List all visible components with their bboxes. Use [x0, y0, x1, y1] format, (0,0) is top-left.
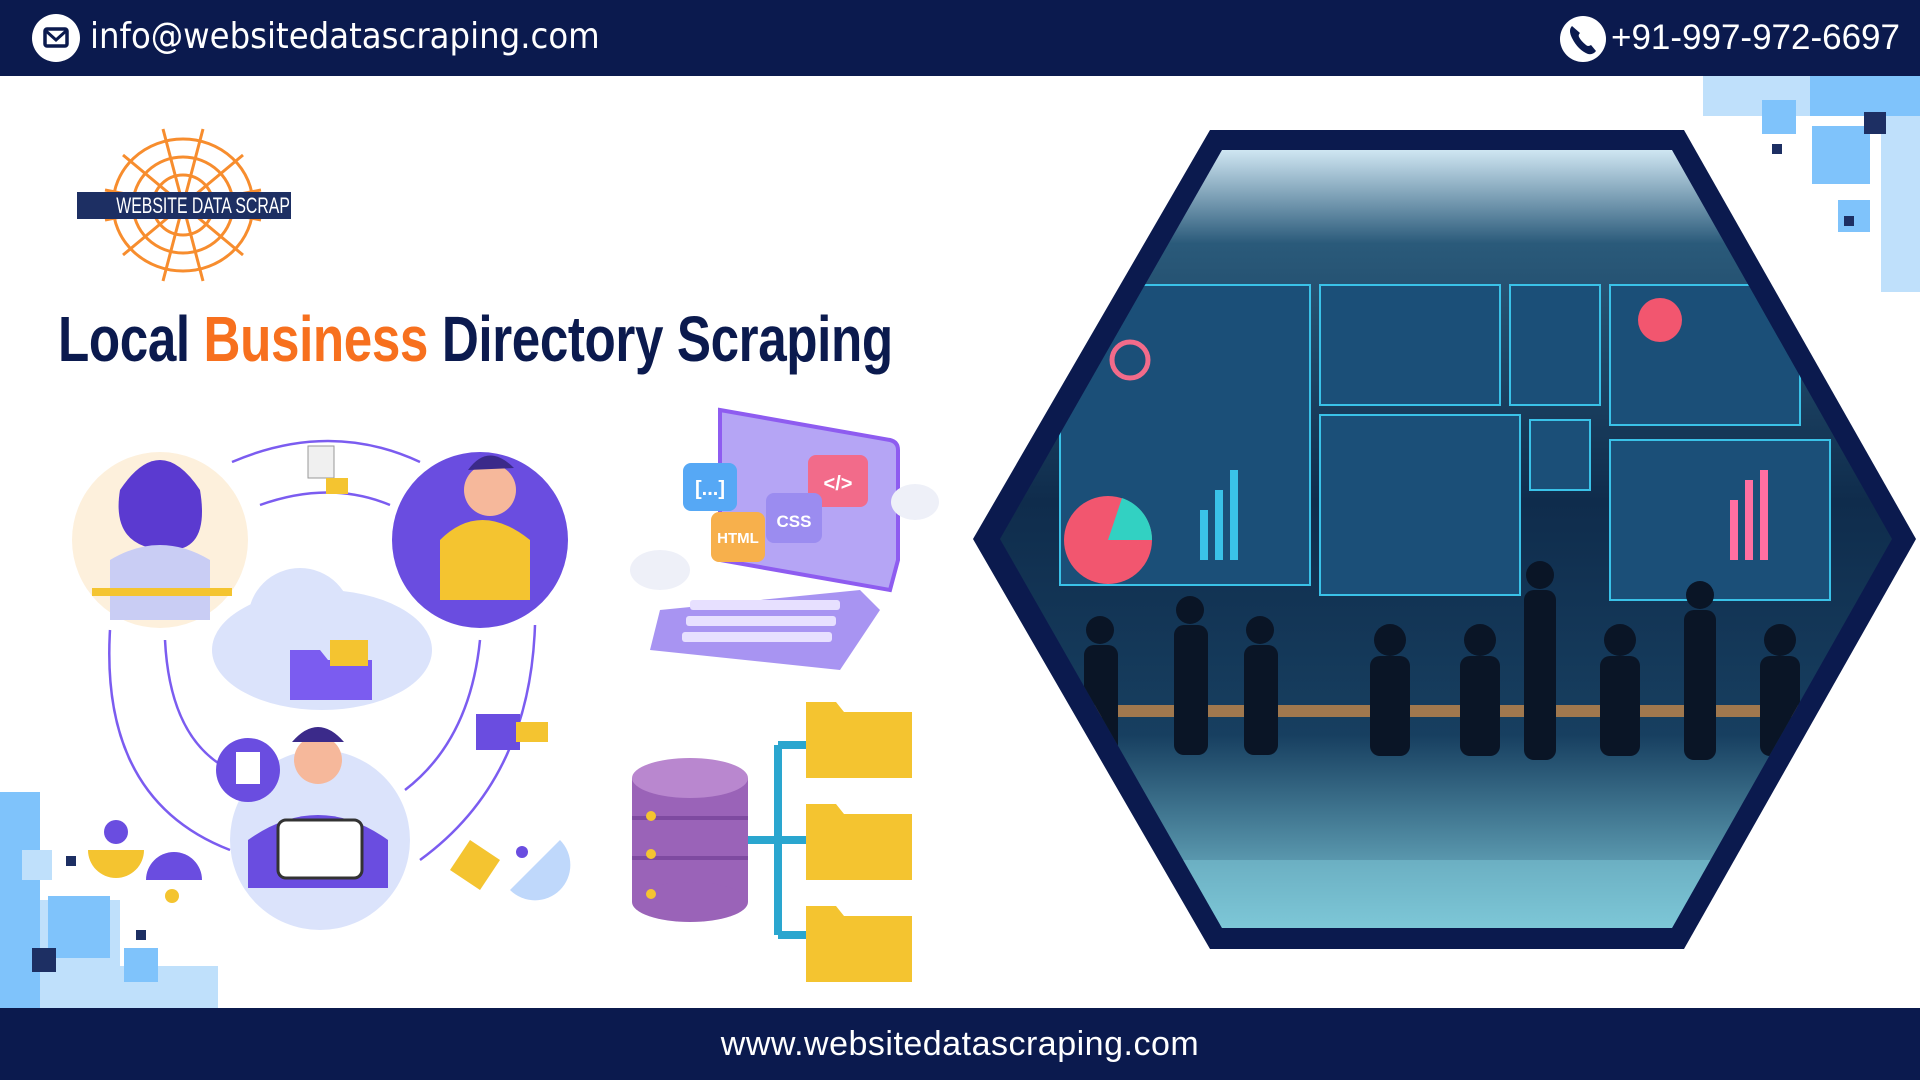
laptop-code-illustration: [...] </> CSS HTML [630, 407, 939, 670]
email-link[interactable]: info@websitedatascraping.com [90, 16, 600, 57]
top-contact-bar: info@websitedatascraping.com +91-997-972… [0, 0, 1920, 76]
brackets-label: [...] [695, 478, 725, 500]
database-folders-illustration [632, 702, 912, 982]
logo-banner: WEBSITE DATA SCRAPING [77, 192, 291, 219]
code-card [808, 455, 868, 507]
envelope-icon [32, 14, 80, 62]
html-label: HTML [717, 530, 759, 547]
phone-icon [1560, 16, 1606, 62]
page-title: Local Business Directory Scraping [58, 303, 893, 375]
title-highlight: Business [203, 303, 429, 375]
footer-bar: www.websitedatascraping.com [0, 1008, 1920, 1080]
css-label: CSS [777, 512, 812, 531]
html-card [711, 512, 765, 562]
css-card [766, 493, 822, 543]
website-link[interactable]: www.websitedatascraping.com [720, 1024, 1200, 1063]
decor-squares-bottom-left [0, 792, 218, 1008]
code-label: </> [824, 473, 853, 495]
phone-link[interactable]: +91-997-972-6697 [1611, 18, 1900, 57]
decor-squares-top-right [1703, 76, 1920, 292]
team-dashboard-scene-image [973, 130, 1916, 949]
brackets-card [683, 463, 737, 511]
workflow-illustration [72, 439, 571, 930]
